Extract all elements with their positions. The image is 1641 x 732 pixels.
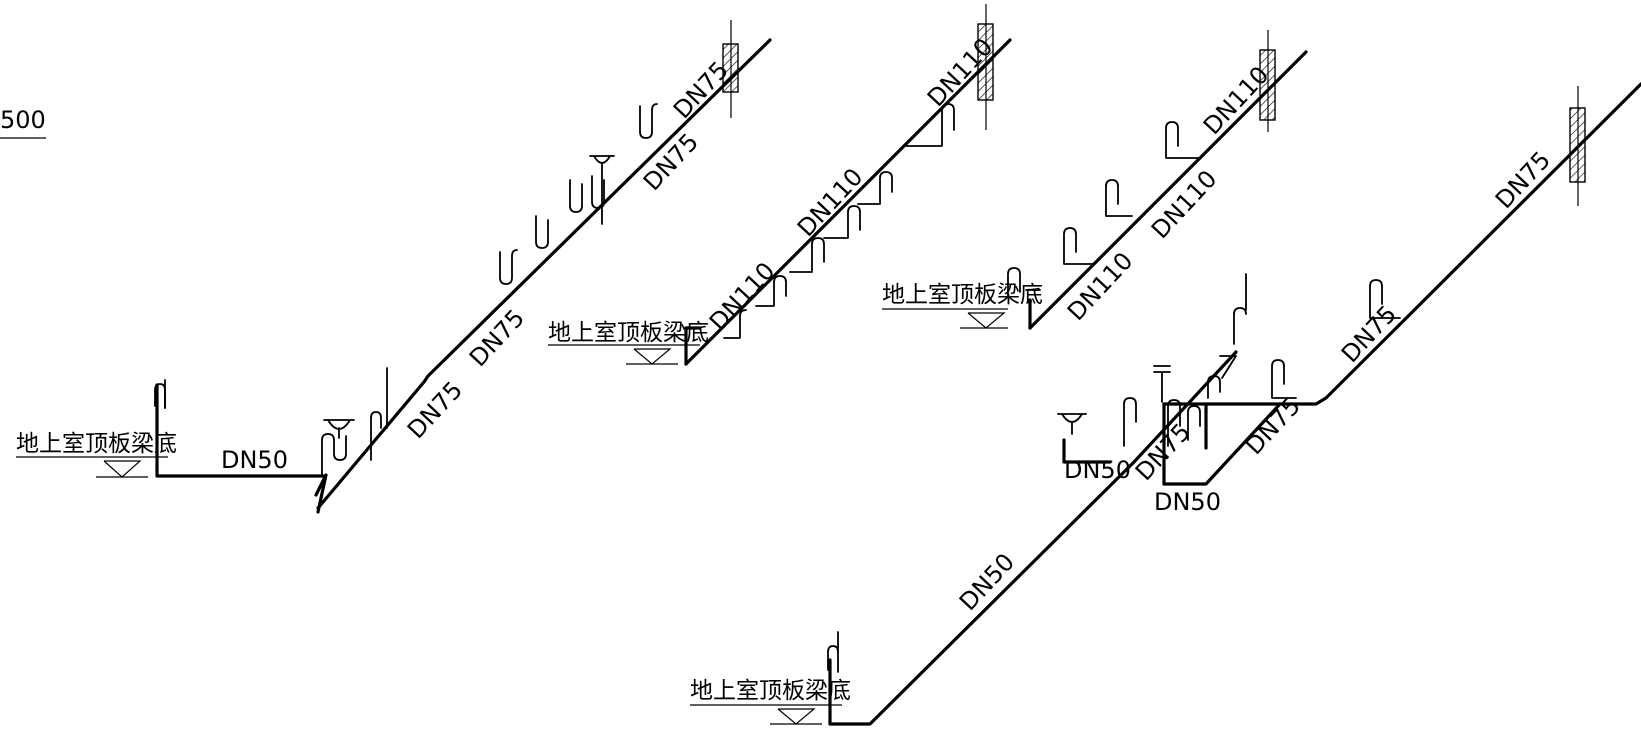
level-marker-3: 地上室顶板梁底: [882, 282, 1043, 329]
trap-3d: [1165, 121, 1201, 159]
label-dn75-1b: DN75: [464, 304, 530, 372]
pipe-riser-2: [684, 326, 702, 366]
trap-3c: [1105, 179, 1133, 217]
level-marker-1: 地上室顶板梁底: [16, 431, 177, 478]
floor-drain-4-vent: [1153, 365, 1171, 403]
level-triangle-3: [967, 312, 1006, 329]
trap-2b: [755, 275, 787, 307]
trap-4g: [1233, 273, 1247, 345]
pipe-main-diagonal-2: [684, 38, 1012, 366]
trap-2f: [905, 103, 955, 147]
pipe-dn75-short: [1132, 350, 1238, 464]
trap-1e: [569, 175, 605, 213]
trap-2c: [789, 237, 825, 273]
pipe-dn75-diagonal: [1162, 82, 1641, 406]
pipe-dn50-diagonal: [828, 460, 1136, 726]
level-marker-4: 地上室顶板梁底: [690, 678, 851, 725]
trap-2e: [857, 171, 893, 205]
trap-3a: [1007, 267, 1041, 299]
floor-drain-2-cup: [589, 155, 615, 225]
pipe-dn50-horizontal: [155, 383, 326, 478]
pipe-group-2: 地上室顶板梁底 DN110 DN110 DN110: [548, 4, 1012, 366]
wall-sleeve-4: [1569, 107, 1586, 183]
trap-2a: [723, 309, 747, 339]
trap-1f: [639, 103, 658, 139]
trap-4c: [1369, 279, 1401, 319]
level-triangle-2: [633, 348, 672, 365]
wall-sleeve-1: [722, 43, 739, 93]
label-dn75-1a: DN75: [402, 376, 468, 444]
label-dn110-3b: DN110: [1146, 165, 1223, 244]
floor-drain-2: [589, 155, 615, 225]
pipe-dn50-branch: [1062, 438, 1112, 464]
floor-drain-4: [1153, 365, 1171, 403]
level-label-4: 地上室顶板梁底: [690, 678, 851, 704]
floor-drain-1: [321, 419, 355, 475]
level-marker-2: 地上室顶板梁底: [548, 320, 709, 365]
label-dn110-2b: DN110: [792, 163, 869, 242]
trap-4b: [1271, 359, 1297, 399]
level-label-3: 地上室顶板梁底: [882, 282, 1043, 308]
trap-4a: [827, 631, 839, 673]
wall-sleeve-2: [977, 23, 994, 101]
trap-4f: [1207, 355, 1237, 399]
level-triangle-1: [103, 460, 142, 478]
wall-sleeve-3: [1259, 49, 1276, 121]
level-label-2: 地上室顶板梁底: [548, 320, 709, 346]
trap-3b: [1063, 227, 1095, 265]
floor-drain-1-cup: [323, 419, 355, 439]
label-dn75-4b: DN75: [1240, 392, 1306, 460]
trap-1b: [370, 411, 382, 461]
level-triangle-4: [777, 708, 816, 725]
trap-2d: [823, 205, 861, 239]
level-label-1: 地上室顶板梁底: [16, 431, 177, 457]
floor-drain-3: [1057, 413, 1087, 435]
label-dn50-4c: DN50: [1154, 488, 1221, 516]
pipe-main-diagonal-1: [316, 38, 772, 510]
trap-1d: [535, 215, 549, 249]
scale-text: 500: [0, 106, 46, 134]
trap-4e: [1167, 399, 1201, 447]
scale-label: 500: [0, 106, 46, 139]
label-dn50-1: DN50: [221, 446, 288, 474]
label-dn50-4b: DN50: [1064, 456, 1131, 484]
pipe-dn75-parallel: [1162, 402, 1282, 486]
trap-4d: [1123, 397, 1137, 447]
trap-1c: [499, 249, 518, 285]
floor-drain-1-trap: [321, 433, 347, 475]
pipe-end-1: [314, 473, 328, 514]
label-dn110-2a: DN110: [704, 257, 781, 336]
pipe-group-1: 地上室顶板梁底 DN50 DN75 DN7: [16, 20, 772, 514]
floor-drain-3-cup: [1057, 413, 1087, 435]
